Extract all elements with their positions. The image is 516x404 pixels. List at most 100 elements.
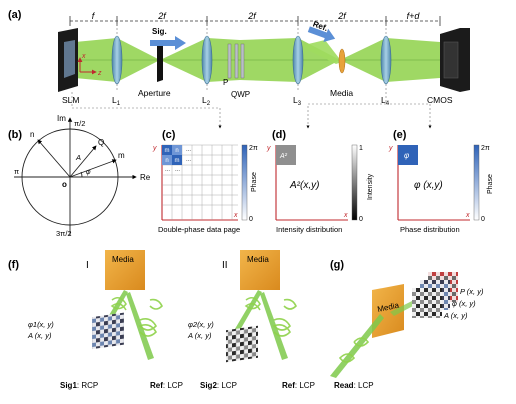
axis-x: x: [81, 53, 86, 60]
panel-f: (f) I II Media φ1(x, y) A (x, y) Sig1: R…: [8, 250, 315, 390]
reference-arrow: [307, 26, 336, 42]
c-cbar-label: Phase: [251, 172, 258, 192]
lens-l4: [380, 35, 392, 85]
d-caption: Intensity distribution: [276, 225, 342, 234]
c-cbar-top: 2π: [249, 145, 258, 152]
c-colorbar: [241, 144, 248, 221]
c-caption: Double-phase data page: [158, 225, 240, 234]
lens-l3: [292, 35, 304, 85]
lens-l4-label: L4: [381, 95, 390, 107]
media-1-label: Media: [112, 255, 134, 264]
origin-label: o: [62, 180, 67, 189]
signal-arrow: [150, 36, 186, 50]
d-cell: [276, 145, 296, 165]
distance-2f-3: 2f: [337, 11, 347, 21]
ref1-label: Ref: LCP: [150, 381, 183, 390]
im-label: Im: [57, 114, 66, 123]
e-cell-text: φ: [404, 151, 409, 160]
data-page-1: [92, 312, 124, 350]
pi-half-label: π/2: [74, 119, 85, 128]
e-cbar-bottom: 0: [481, 216, 485, 223]
distance-2f-2: 2f: [247, 11, 257, 21]
amp2-label: A (x, y): [187, 331, 212, 340]
d-x-label: x: [343, 212, 348, 219]
angle-arc: [80, 171, 83, 178]
slm: [58, 28, 78, 92]
aperture-label: Aperture: [138, 88, 171, 98]
c-y-label: y: [152, 145, 157, 152]
reference-beam: [300, 40, 342, 64]
d-colorbar: [351, 144, 358, 221]
phi1-label: φ1(x, y): [28, 320, 54, 329]
c-cell-text-2: n: [175, 148, 178, 154]
g-p-label: P (x, y): [460, 287, 484, 296]
c-x-label: x: [233, 212, 238, 219]
lens-l1-label: L1: [112, 95, 121, 107]
panel-c: (c) y x m n n: [152, 129, 258, 234]
phi2-label: φ2(x, y): [188, 320, 214, 329]
e-cbar-top: 2π: [481, 145, 490, 152]
c-cell-text-4: m: [175, 158, 180, 164]
signal-label: Sig.: [152, 27, 167, 36]
vector-n: [37, 139, 71, 178]
amp1-label: A (x, y): [27, 331, 52, 340]
c-ellipsis-2: ...: [186, 157, 191, 163]
media: [338, 48, 346, 74]
media-label: Media: [330, 88, 353, 98]
cmos-label: CMOS: [427, 95, 453, 105]
g-phi-label: φ (x, y): [452, 299, 476, 308]
distance-f: f: [92, 11, 96, 21]
polarizer: [227, 43, 232, 79]
aperture: [157, 42, 163, 82]
pi-label: π: [14, 167, 19, 176]
media-plate-3: [372, 284, 404, 338]
slm-label: SLM: [62, 95, 79, 105]
media-plate-2: [240, 250, 280, 290]
c-cell-text-1: m: [165, 148, 170, 154]
vector-q: [69, 145, 97, 178]
scene-2: Media φ2(x, y) A (x, y) Sig2: LCP Ref: L…: [187, 250, 315, 390]
c-cell-text-3: n: [165, 158, 168, 164]
panel-label-b: (b): [8, 129, 22, 141]
output-page-a: [412, 288, 442, 318]
panel-label-g: (g): [330, 259, 344, 271]
c-cell-m: [162, 145, 172, 155]
panel-label-a: (a): [8, 9, 22, 21]
data-page-2: [226, 325, 258, 363]
panel-label-c: (c): [162, 129, 176, 141]
three-pi-half-label: 3π/2: [56, 229, 72, 238]
quarter-wave-plate: [234, 43, 239, 79]
phi-label: φ: [86, 169, 91, 176]
lens-l2-label: L2: [202, 95, 211, 107]
polarization-helix-1: [110, 296, 163, 337]
m-label: m: [118, 151, 125, 160]
roman-one: I: [86, 260, 89, 271]
polarizer-label: P: [223, 78, 228, 87]
polarization-helix-3: [338, 337, 370, 363]
roman-two: II: [222, 260, 228, 271]
scene-1: Media φ1(x, y) A (x, y) Sig1: RCP Ref: L…: [27, 250, 183, 390]
read-beam: [330, 314, 384, 378]
distance-f-plus-d: f+d: [407, 11, 421, 21]
ref2-label: Ref: LCP: [282, 381, 315, 390]
axis-z: z: [97, 70, 102, 77]
d-formula: A²(x,y): [289, 180, 319, 191]
re-label: Re: [140, 173, 151, 182]
connector-lines: [71, 92, 432, 129]
panel-g: (g) Media P (x, y) φ (x, y) A (x, y) Rea…: [330, 259, 484, 390]
n-label: n: [30, 130, 34, 139]
e-cbar-label: Phase: [487, 174, 494, 194]
c-cbar-bottom: 0: [249, 216, 253, 223]
c-ellipsis-1: ...: [186, 147, 191, 153]
d-y-label: y: [266, 145, 271, 152]
sig2-label: Sig2: LCP: [200, 381, 237, 390]
panel-label-d: (d): [272, 129, 286, 141]
cmos-camera: [440, 28, 470, 92]
e-formula: φ (x,y): [414, 180, 443, 191]
d-cbar-label: Intensity: [367, 173, 374, 200]
panel-d: (d) y x A² A²(x,y) 1 0 Intensity Intensi…: [266, 129, 374, 234]
lens-l3-label: L3: [293, 95, 302, 107]
c-ellipsis-3: ...: [165, 167, 170, 173]
lens-l2: [201, 35, 213, 85]
e-caption: Phase distribution: [400, 225, 460, 234]
